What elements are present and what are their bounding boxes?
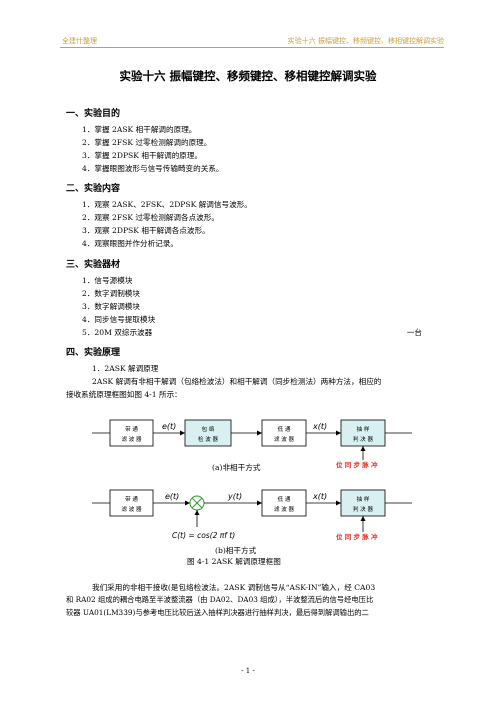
page-number: - 1 -: [241, 667, 255, 675]
equipment-item: 5．20M 双综示波器: [82, 328, 153, 337]
diagram-a-caption: (a)非相干方式: [212, 463, 261, 472]
content-item: 2．观察 2FSK 过零检测解调各点波形。: [82, 213, 219, 222]
block-label: 抽 样: [357, 425, 370, 433]
diagram-b-caption: (b)相干方式: [215, 546, 257, 555]
block-label: 带 通: [125, 425, 138, 433]
header-left: 全建什整理: [62, 37, 97, 45]
signal-label: x(t): [312, 422, 327, 431]
content-item: 4．观察眼图并作分析记录。: [82, 239, 178, 248]
sampling-decision-block: [340, 489, 386, 517]
equipment-item: 3．数字解调模块: [82, 302, 140, 311]
section-principle-heading: 四、实验原理: [66, 348, 121, 358]
block-label: 滤 波 器: [122, 505, 142, 513]
page-title: 实验十六 振幅键控、移频键控、移相键控解调实验: [119, 69, 377, 83]
paragraph-line: 和 RA02 组成的耦合电路至半波整流器（由 DA02、DA03 组成），半波整…: [66, 595, 374, 604]
header-right: 实验十六 振幅键控、移频键控、移相键控解调实验: [287, 37, 444, 45]
content-item: 1．观察 2ASK、2FSK、2DPSK 解调信号波形。: [82, 200, 252, 209]
signal-label: x(t): [312, 492, 327, 501]
paragraph-line: 2ASK 解调有非相干解调（包络检波法）和相干解调（同步检测法）两种方法，相应的: [92, 377, 382, 386]
block-label: 低 通: [278, 425, 291, 433]
envelope-detector-block: [184, 419, 232, 447]
purpose-item: 4．掌握眼图波形与信号传输畸变的关系。: [82, 164, 224, 173]
equipment-item: 4．同步信号提取模块: [82, 315, 156, 324]
sampling-decision-block: [340, 419, 386, 447]
paragraph-line: 我们采用的非相干接收(是包络检波法。2ASK 调制信号从“ASK-IN”输入，经…: [92, 583, 376, 592]
block-label: 带 通: [125, 495, 138, 503]
block-label: 检 波 器: [198, 435, 218, 443]
signal-label: e(t): [162, 422, 176, 431]
section-purpose-heading: 一、实验目的: [66, 109, 121, 119]
block-label: 滤 波 器: [122, 435, 142, 443]
section-content-heading: 二、实验内容: [66, 184, 121, 194]
purpose-item: 2．掌握 2FSK 过零检测解调的原理。: [82, 138, 212, 147]
lowpass-filter-block: [261, 489, 307, 517]
block-label: 低 通: [278, 495, 291, 503]
carrier-label: C(t) = cos(2 πf t): [172, 531, 235, 540]
purpose-item: 1．掌握 2ASK 相干解调的原理。: [82, 125, 197, 134]
equipment-item: 2．数字调制模块: [82, 289, 140, 298]
block-label: 判 决 器: [353, 435, 373, 443]
header-divider: [60, 47, 444, 48]
signal-label: e(t): [165, 492, 179, 501]
paragraph-line: 较器 UA01(LM339)与参考电压比较后送入抽样判决器进行抽样判决，最后得到…: [66, 608, 369, 617]
sync-pulse-label: 位 同 步 脉 冲: [336, 532, 378, 541]
principle-subheading: 1．2ASK 解调原理: [92, 364, 159, 373]
figure-caption: 图 4-1 2ASK 解调原理框图: [187, 557, 281, 566]
equipment-qty: 一台: [406, 328, 422, 337]
block-label: 判 决 器: [353, 505, 373, 513]
bandpass-filter-block: [109, 419, 154, 447]
paragraph-line: 接收系统原理框图如图 4-1 所示：: [66, 390, 182, 399]
signal-label: y(t): [227, 492, 242, 501]
block-label: 包 络: [202, 425, 215, 433]
content-item: 3．观察 2DPSK 相干解调各点波形。: [82, 226, 210, 235]
block-label: 滤 波 器: [274, 505, 294, 513]
bandpass-filter-block: [109, 489, 154, 517]
block-label: 抽 样: [357, 495, 370, 503]
block-label: 滤 波 器: [274, 435, 294, 443]
sync-pulse-label: 位 同 步 脉 冲: [336, 460, 378, 469]
equipment-item: 1．信号源模块: [82, 276, 133, 285]
lowpass-filter-block: [261, 419, 307, 447]
purpose-item: 3．掌握 2DPSK 相干解调的原理。: [82, 151, 203, 160]
section-equipment-heading: 三、实验器材: [66, 260, 121, 270]
